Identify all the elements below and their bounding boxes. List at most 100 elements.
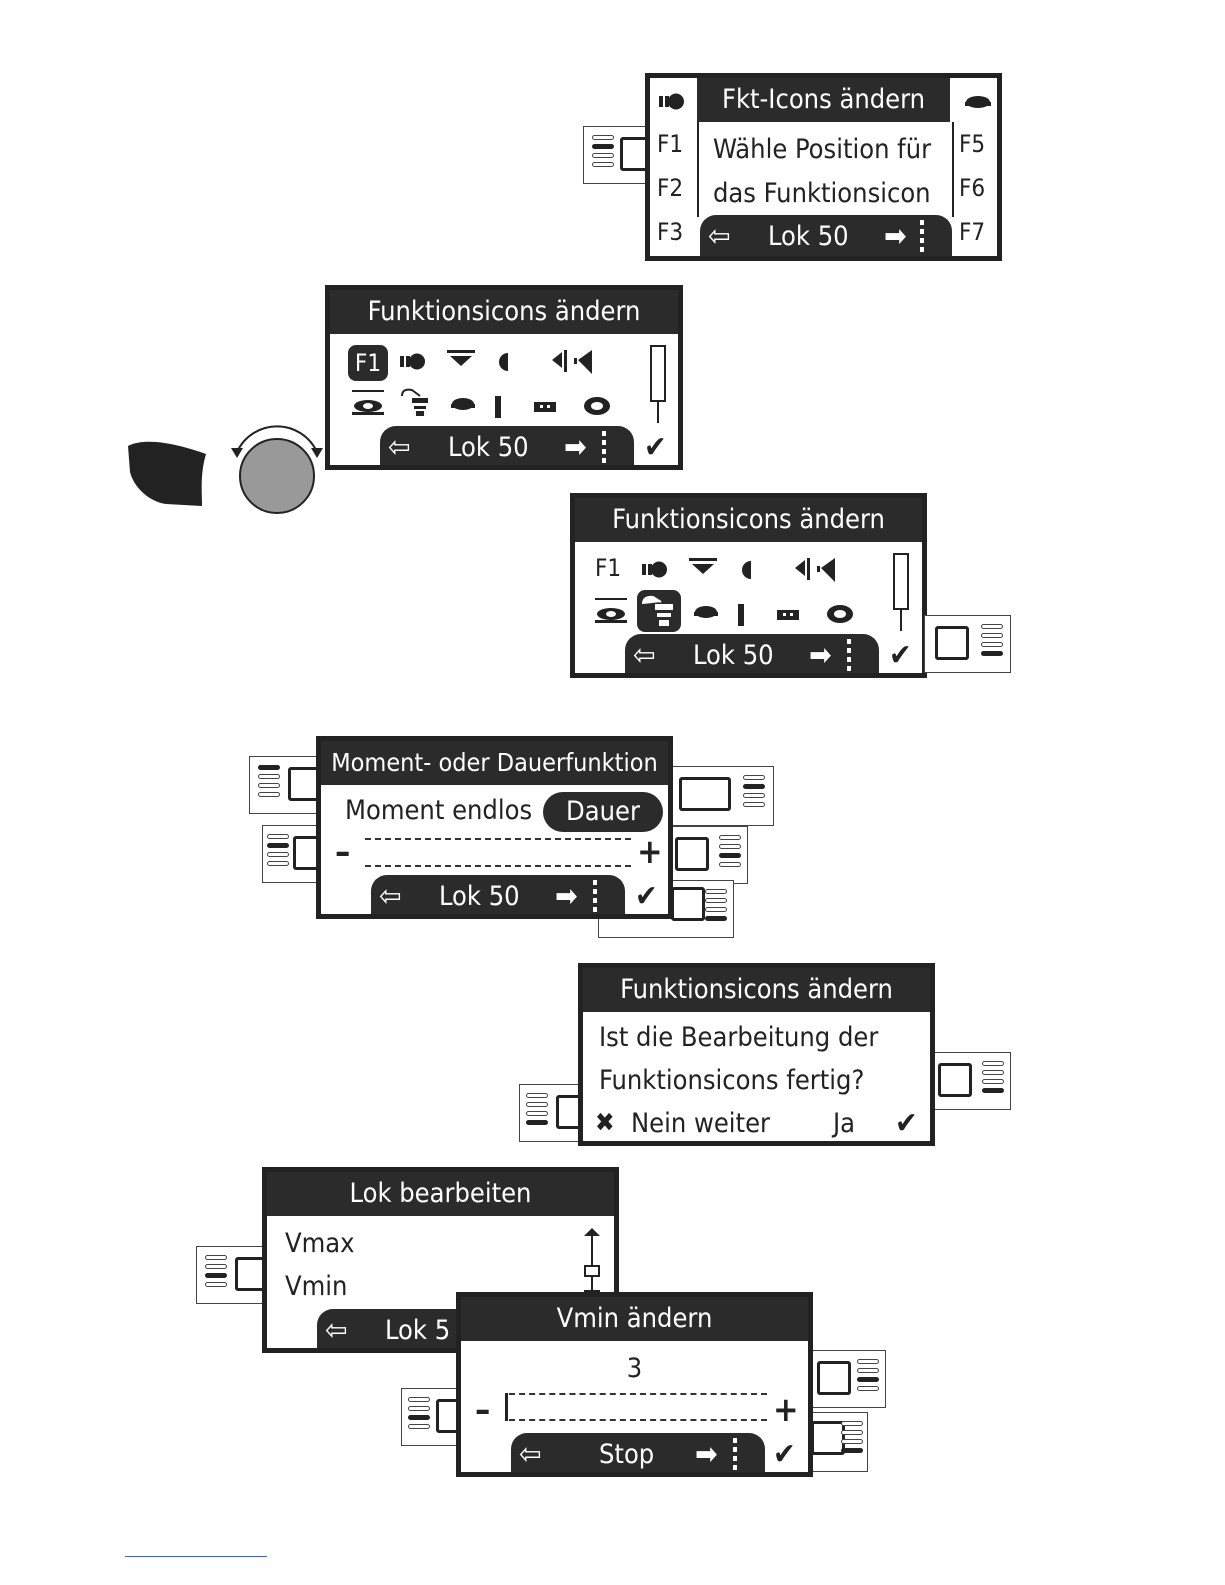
back-arrow-icon[interactable]: ⇦ — [388, 430, 411, 465]
forward-arrow-icon[interactable]: ➡ — [695, 1437, 718, 1472]
yes-button[interactable]: Ja — [833, 1108, 856, 1139]
indicator-bar — [267, 852, 289, 857]
indicator-bar — [205, 1273, 227, 1278]
no-continue-button[interactable]: Nein weiter — [631, 1108, 770, 1139]
indicator-bar — [592, 162, 614, 167]
screen-funktionsicons-2: Funktionsicons ändern F1 ⇦ Lok 50 ➡ ✔ — [570, 493, 927, 678]
message-line-2: das Funktionsicon — [713, 178, 931, 209]
indicator-bar — [841, 1448, 863, 1453]
confirm-check-icon[interactable]: ✔ — [895, 1106, 918, 1141]
key-illustration-left-6 — [401, 1388, 470, 1446]
half-circle-icon[interactable] — [733, 558, 761, 584]
back-arrow-icon[interactable]: ⇦ — [708, 219, 731, 254]
indicator-bar — [258, 792, 280, 797]
speaker-left-icon[interactable] — [791, 556, 819, 582]
indicator-bar — [526, 1111, 548, 1116]
key-button[interactable] — [679, 777, 731, 811]
indicator-bar — [981, 642, 1003, 647]
key-illustration-right-7 — [810, 1412, 868, 1472]
option-moment-endlos[interactable]: Moment endlos — [345, 795, 533, 826]
left-label-f3: F3 — [657, 218, 684, 246]
pantograph-icon[interactable] — [493, 394, 521, 420]
forward-arrow-icon[interactable]: ➡ — [809, 638, 832, 673]
confirm-check-icon[interactable]: ✔ — [635, 879, 658, 914]
turtle-icon[interactable] — [691, 604, 719, 630]
selected-shower-icon[interactable] — [637, 590, 681, 632]
bottom-bar: ⇦ Lok 50 ➡ — [380, 426, 634, 465]
turtle-icon[interactable] — [448, 396, 476, 422]
confirm-check-icon[interactable]: ✔ — [773, 1437, 796, 1472]
light-icon[interactable] — [689, 556, 717, 582]
speaker-right-icon[interactable] — [817, 556, 845, 582]
horn-icon[interactable] — [642, 558, 670, 584]
rotary-knob[interactable] — [229, 418, 325, 518]
horn-icon — [659, 90, 687, 116]
key-button[interactable] — [811, 1421, 845, 1455]
indicator-bar — [857, 1359, 879, 1364]
screen-title: Moment- oder Dauerfunktion — [331, 748, 658, 777]
indicator-bar — [841, 1421, 863, 1426]
slider-scroll-icon[interactable] — [580, 1226, 604, 1296]
key-illustration-right-1 — [924, 615, 1011, 673]
back-arrow-icon[interactable]: ⇦ — [379, 879, 402, 914]
key-illustration-right-6 — [810, 1350, 886, 1408]
indicator-bar — [719, 835, 741, 840]
key-illustration-right-2 — [668, 766, 774, 826]
pantograph-icon[interactable] — [736, 602, 764, 628]
bottom-bar: ⇦ Stop ➡ — [511, 1433, 765, 1472]
plus-icon[interactable]: + — [637, 832, 663, 872]
coupler-icon[interactable] — [532, 398, 560, 424]
cabin-light-icon[interactable] — [352, 390, 384, 416]
horn-icon[interactable] — [400, 350, 428, 376]
speaker-right-icon[interactable] — [574, 348, 602, 374]
cancel-cross-icon[interactable]: ✖ — [595, 1108, 615, 1138]
slider-indicator[interactable] — [505, 1393, 508, 1421]
scrollbar-icon[interactable] — [891, 553, 911, 631]
light-icon[interactable] — [447, 348, 475, 374]
half-circle-icon[interactable] — [490, 350, 518, 376]
key-button[interactable] — [817, 1361, 851, 1395]
forward-arrow-icon[interactable]: ➡ — [884, 219, 907, 254]
confirm-check-icon[interactable]: ✔ — [644, 430, 667, 465]
message-line-1: Wähle Position für — [713, 134, 932, 165]
coupler-icon[interactable] — [775, 606, 803, 632]
indicator-bar — [408, 1415, 430, 1420]
selected-icon-f1[interactable]: F1 — [348, 345, 388, 381]
key-button[interactable] — [675, 837, 709, 871]
indicator-bar — [857, 1368, 879, 1373]
back-arrow-icon[interactable]: ⇦ — [633, 638, 656, 673]
menu-item-vmin[interactable]: Vmin — [285, 1271, 348, 1302]
menu-item-vmax[interactable]: Vmax — [285, 1228, 355, 1259]
minus-icon[interactable]: – — [335, 832, 351, 872]
scrollbar-icon[interactable] — [648, 345, 668, 423]
cabin-light-icon[interactable] — [595, 598, 627, 624]
confirm-check-icon[interactable]: ✔ — [889, 638, 912, 673]
f1-label[interactable]: F1 — [595, 554, 622, 582]
left-label-f1: F1 — [657, 130, 684, 158]
back-arrow-icon[interactable]: ⇦ — [325, 1313, 348, 1348]
ring-icon[interactable] — [825, 602, 853, 628]
forward-arrow-icon[interactable]: ➡ — [564, 430, 587, 465]
key-button[interactable] — [935, 626, 969, 660]
shower-icon[interactable] — [400, 388, 428, 416]
indicator-bar — [267, 861, 289, 866]
minus-icon[interactable]: – — [475, 1390, 491, 1430]
dots-icon — [920, 220, 924, 254]
bottom-bar: ⇦ Lok 50 ➡ — [371, 875, 625, 914]
ring-icon[interactable] — [582, 394, 610, 420]
plus-icon[interactable]: + — [773, 1390, 799, 1430]
right-label-f6: F6 — [959, 174, 986, 202]
indicator-bar — [267, 843, 289, 848]
speaker-left-icon[interactable] — [548, 348, 576, 374]
key-button[interactable] — [671, 887, 705, 921]
f1-label: F1 — [354, 349, 382, 377]
forward-arrow-icon[interactable]: ➡ — [555, 879, 578, 914]
screen-title: Funktionsicons ändern — [367, 296, 641, 327]
back-arrow-icon[interactable]: ⇦ — [519, 1437, 542, 1472]
option-dauer-selected[interactable]: Dauer — [543, 792, 663, 832]
divider — [697, 122, 699, 217]
key-button[interactable] — [938, 1063, 972, 1097]
indicator-bar — [982, 1088, 1004, 1093]
screen-funktionsicons-1: Funktionsicons ändern F1 ⇦ Lok 50 ➡ — [325, 285, 683, 470]
question-line-2: Funktionsicons fertig? — [599, 1065, 865, 1096]
